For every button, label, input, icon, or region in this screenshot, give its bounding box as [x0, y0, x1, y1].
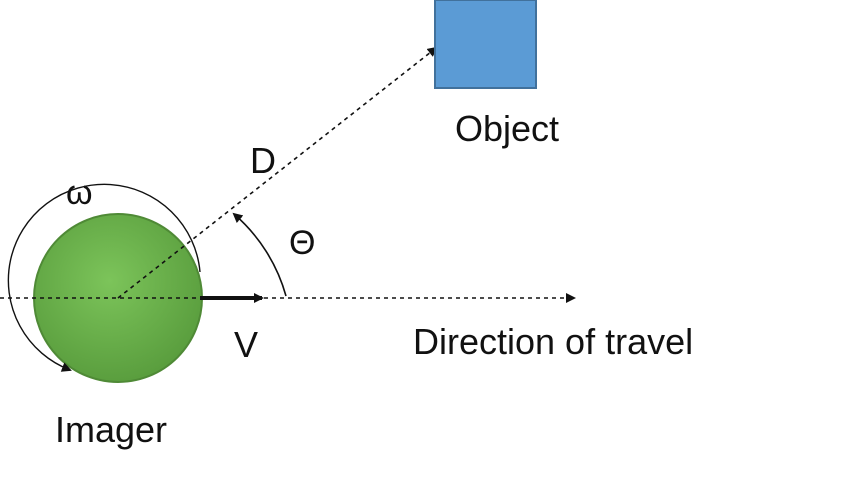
- distance-line: [117, 46, 438, 299]
- object-square: [434, 0, 537, 89]
- velocity-label: V: [234, 324, 258, 365]
- rotation-arc: [7, 183, 201, 372]
- imager-label: Imager: [55, 409, 167, 450]
- object-label: Object: [455, 108, 559, 149]
- angle-arc: [232, 212, 287, 297]
- distance-label: D: [250, 140, 276, 181]
- direction-label: Direction of travel: [413, 321, 693, 362]
- angle-label: Θ: [289, 224, 315, 262]
- angular-rate-label: ω: [66, 174, 93, 212]
